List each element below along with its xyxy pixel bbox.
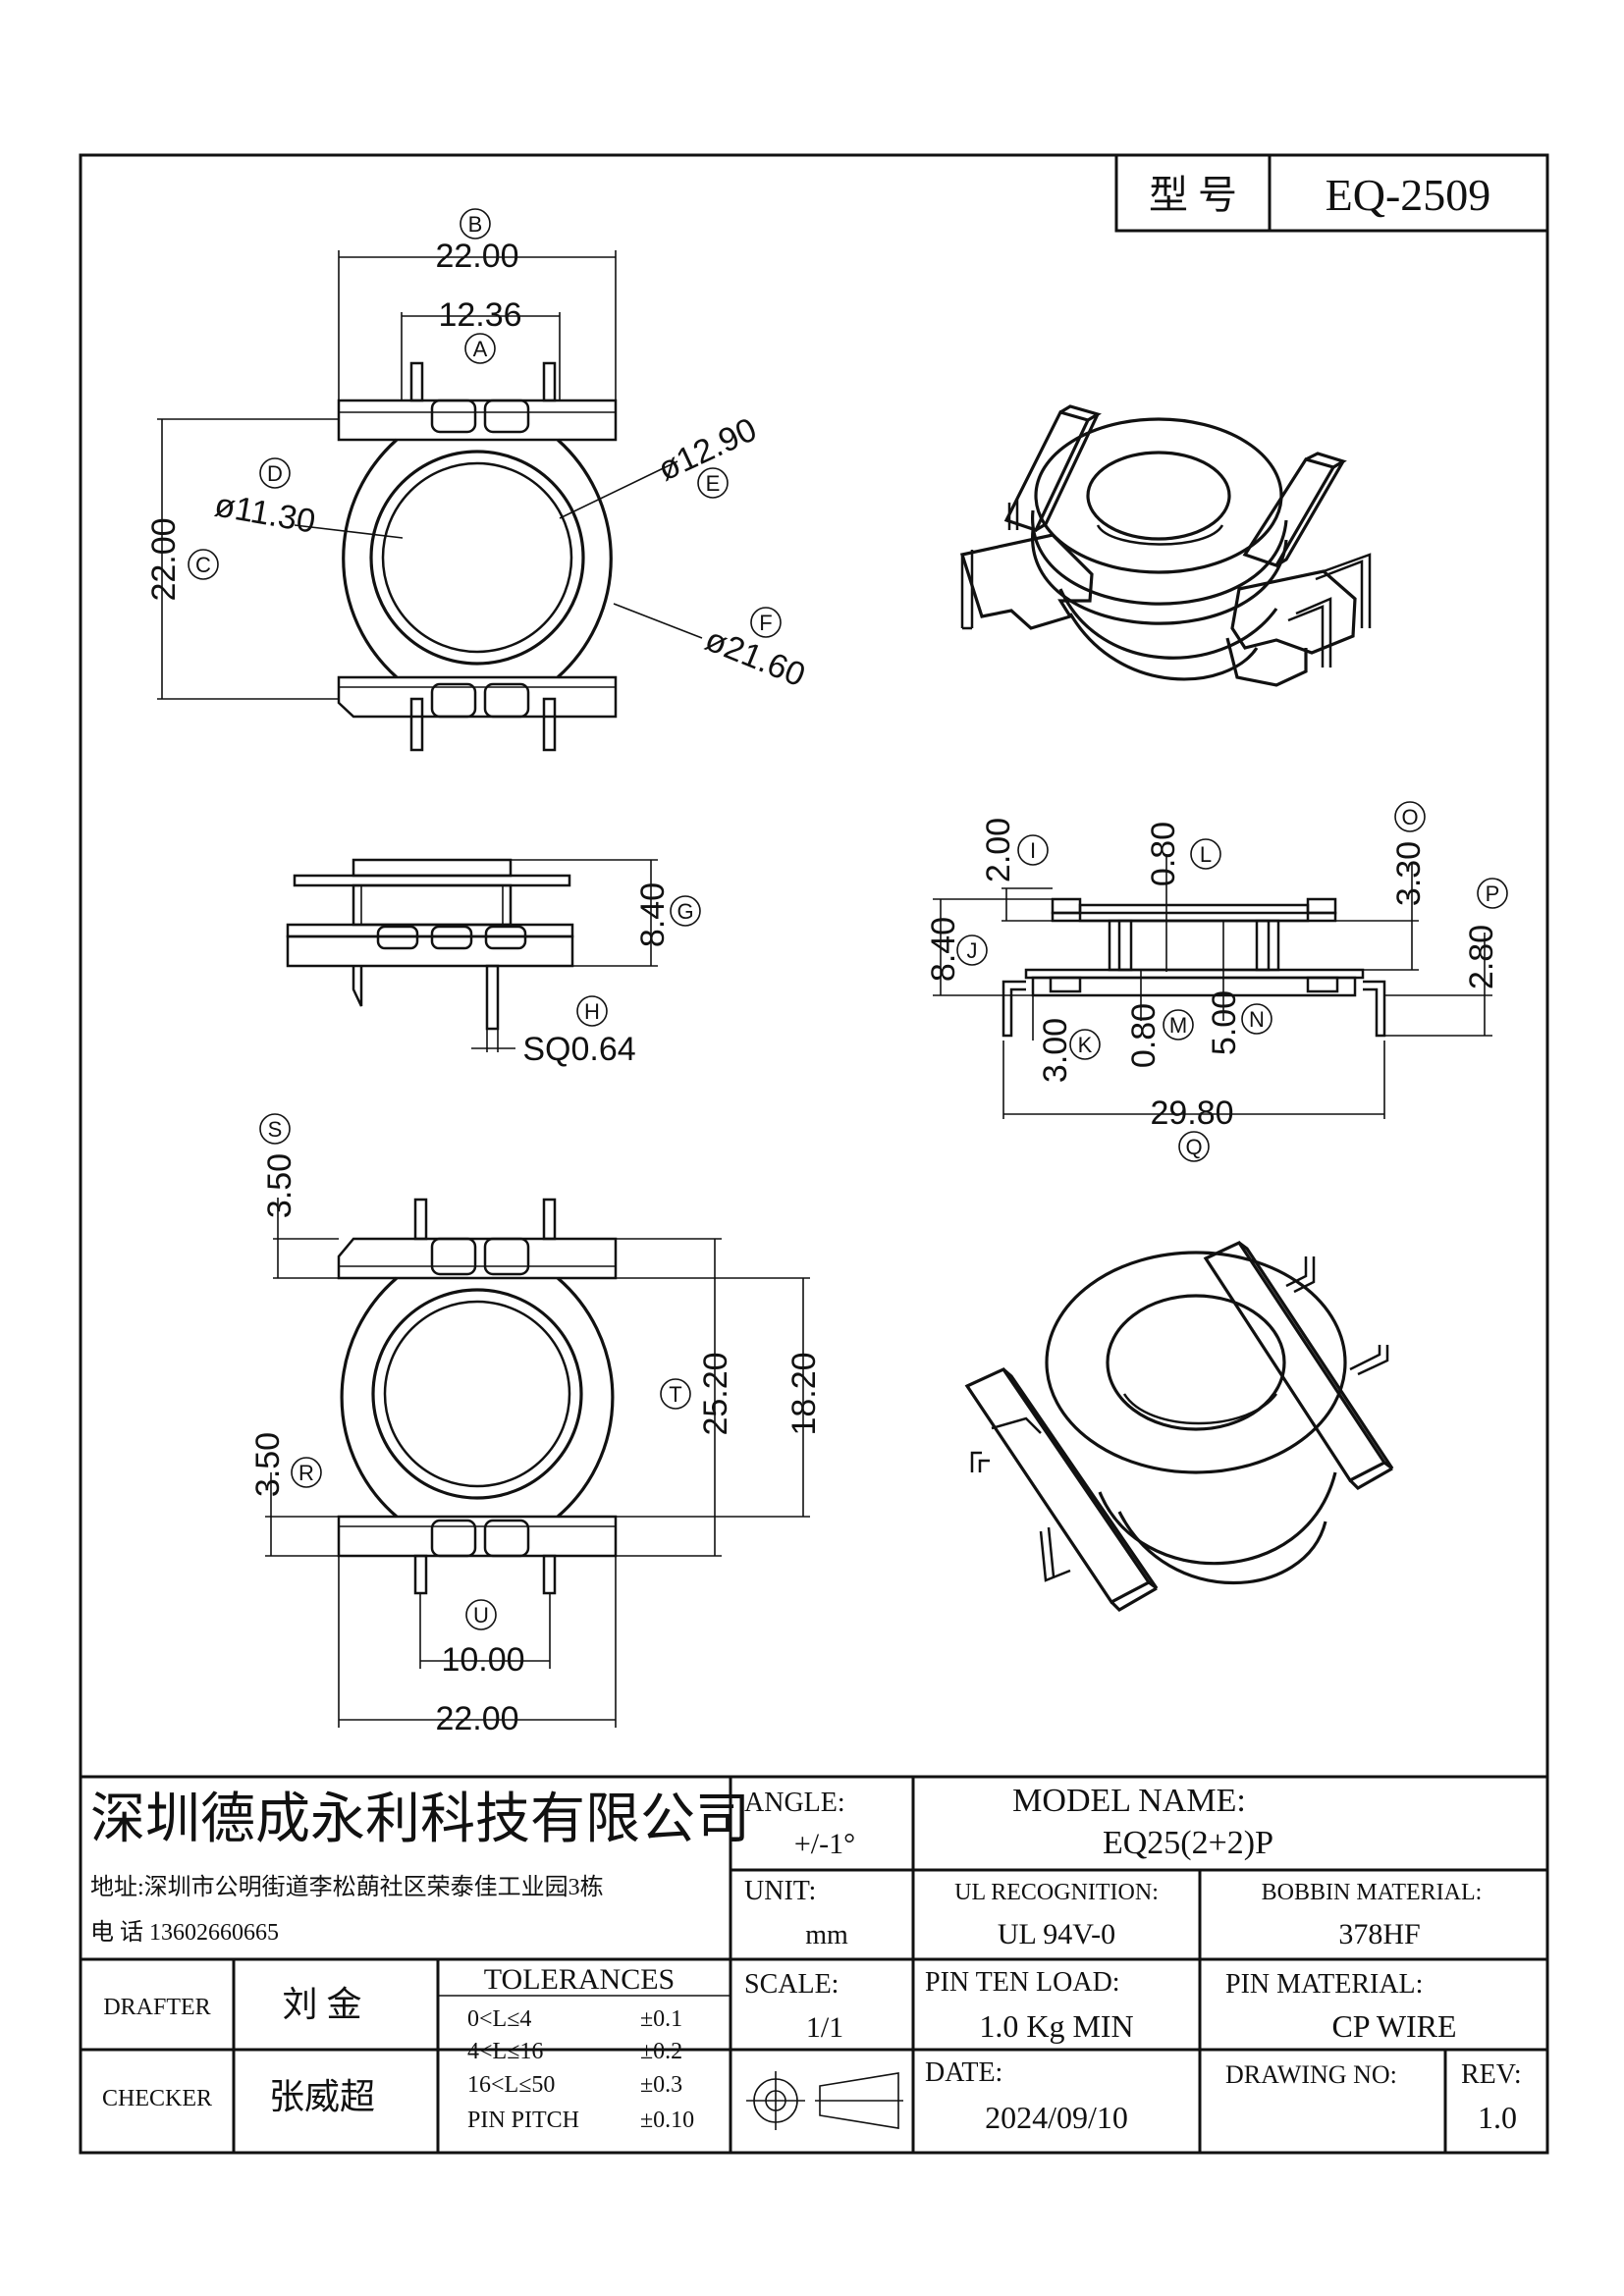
callout-f: F — [759, 611, 772, 635]
dim-a-value: 12.36 — [438, 296, 521, 334]
projection-symbol — [746, 2071, 903, 2130]
callout-c: C — [195, 553, 211, 577]
ul-value: UL 94V-0 — [998, 1918, 1115, 1950]
callout-n: N — [1249, 1007, 1265, 1032]
scale-label: SCALE: — [744, 1969, 839, 2000]
callout-t: T — [669, 1382, 681, 1407]
tolerance-range: 16<L≤50 — [467, 2072, 555, 2098]
callout-m: M — [1169, 1013, 1187, 1038]
date-value: 2024/09/10 — [985, 2100, 1128, 2135]
dim-n-value: 5.00 — [1206, 990, 1243, 1055]
callout-g: G — [677, 899, 693, 924]
dim-h-value: SQ0.64 — [522, 1031, 635, 1068]
dim-j-value: 8.40 — [925, 917, 962, 982]
tolerance-range: 4<L≤16 — [467, 2039, 543, 2064]
angle-label: ANGLE: — [744, 1788, 845, 1818]
bobbin-value: 378HF — [1338, 1918, 1420, 1950]
isometric-view-bottom — [964, 1240, 1394, 1613]
callout-q: Q — [1185, 1135, 1202, 1159]
dim-q-value: 29.80 — [1150, 1095, 1233, 1132]
dim-l-value: 0.80 — [1145, 822, 1182, 886]
tolerance-value: ±0.3 — [640, 2072, 682, 2098]
pin-load-value: 1.0 Kg MIN — [979, 2008, 1133, 2044]
tolerance-value: ±0.1 — [640, 2006, 682, 2032]
date-label: DATE: — [925, 2057, 1002, 2088]
dim-bottom-width-value: 22.00 — [435, 1700, 518, 1737]
dim-t-value: 25.20 — [697, 1352, 734, 1435]
bottom-view: 3.50 S 3.50 R 25.20 T 18.20 10.00 U 22.0… — [249, 1113, 823, 1737]
callout-j: J — [967, 938, 978, 963]
drafter-label: DRAFTER — [103, 1995, 210, 2020]
title-block: 深圳德成永利科技有限公司 地址:深圳市公明街道李松蓢社区荣泰佳工业园3栋 电 话… — [81, 1775, 1547, 2153]
callout-s: S — [268, 1117, 283, 1142]
tolerance-row: PIN PITCH ±0.10 — [467, 2108, 694, 2133]
dim-u-value: 10.00 — [441, 1641, 524, 1679]
callout-p: P — [1486, 881, 1500, 906]
dim-d-value: ø11.30 — [212, 486, 318, 540]
dim-o-value: 3.30 — [1390, 841, 1428, 906]
dim-c-value: 22.00 — [145, 517, 183, 601]
pin-material-label: PIN MATERIAL: — [1225, 1969, 1423, 2000]
tolerance-row: 0<L≤4 ±0.1 — [467, 2006, 682, 2032]
callout-i: I — [1030, 838, 1036, 863]
company-address: 地址:深圳市公明街道李松蓢社区荣泰佳工业园3栋 — [90, 1874, 604, 1900]
dim-i-value: 2.00 — [980, 818, 1017, 882]
pin-load-label: PIN TEN LOAD: — [925, 1967, 1120, 1998]
dim-s-value: 3.50 — [261, 1153, 298, 1218]
tolerance-row: 16<L≤50 ±0.3 — [467, 2072, 682, 2098]
rev-value: 1.0 — [1478, 2100, 1517, 2135]
drawing-no-label: DRAWING NO: — [1225, 2060, 1397, 2089]
tolerances-label: TOLERANCES — [484, 1963, 675, 1996]
unit-label: UNIT: — [744, 1876, 816, 1906]
dim-g-value: 8.40 — [634, 882, 672, 947]
callout-r: R — [298, 1461, 314, 1485]
scale-value: 1/1 — [806, 2011, 843, 2044]
pin-material-value: CP WIRE — [1331, 2008, 1456, 2044]
front-view: 29.80 Q 8.40 J 2.00 I 0.80 L 3.30 O 2.80… — [925, 801, 1508, 1162]
callout-a: A — [473, 337, 488, 361]
model-name-value: EQ25(2+2)P — [1103, 1825, 1273, 1861]
tolerance-range: 0<L≤4 — [467, 2006, 531, 2032]
dim-k-value: 3.00 — [1037, 1018, 1074, 1083]
side-view: 8.40 G SQ0.64 H — [286, 858, 701, 1068]
bobbin-label: BOBBIN MATERIAL: — [1262, 1880, 1483, 1905]
company-name: 深圳德成永利科技有限公司 — [90, 1789, 750, 1850]
angle-value: +/-1° — [794, 1828, 855, 1860]
top-view: 22.00 B 12.36 A 22.00 C ø11.30 D ø12.90 … — [145, 208, 810, 752]
checker-label: CHECKER — [102, 2086, 212, 2111]
model-name-label: MODEL NAME: — [1012, 1783, 1246, 1819]
tolerance-range: PIN PITCH — [467, 2108, 579, 2133]
company-phone: 电 话 13602660665 — [90, 1919, 279, 1946]
outer-frame — [79, 153, 1549, 2155]
dim-r-value: 3.50 — [249, 1432, 287, 1497]
ul-label: UL RECOGNITION: — [954, 1880, 1159, 1905]
callout-b: B — [468, 212, 483, 237]
drafter-value: 刘 金 — [282, 1985, 361, 2024]
checker-value: 张威超 — [269, 2077, 375, 2116]
dim-p-value: 2.80 — [1463, 925, 1500, 989]
callout-o: O — [1401, 805, 1418, 829]
model-header-label: 型 号 — [1149, 173, 1237, 217]
unit-value: mm — [805, 1920, 848, 1950]
tolerance-value: ±0.2 — [640, 2039, 682, 2064]
dim-m-value: 0.80 — [1125, 1003, 1163, 1068]
dim-b-value: 22.00 — [435, 238, 518, 275]
model-header-value: EQ-2509 — [1326, 170, 1491, 220]
callout-k: K — [1078, 1033, 1093, 1057]
callout-h: H — [584, 999, 600, 1024]
callout-l: L — [1200, 842, 1212, 867]
dim-t2-value: 18.20 — [785, 1352, 823, 1435]
callout-e: E — [706, 471, 721, 496]
callout-u: U — [473, 1603, 489, 1628]
isometric-view-top — [959, 404, 1372, 687]
tolerance-value: ±0.10 — [640, 2108, 694, 2133]
rev-label: REV: — [1461, 2059, 1522, 2090]
model-header-box: 型 号 EQ-2509 — [1114, 153, 1549, 233]
callout-d: D — [267, 461, 283, 486]
tolerance-row: 4<L≤16 ±0.2 — [467, 2039, 682, 2064]
